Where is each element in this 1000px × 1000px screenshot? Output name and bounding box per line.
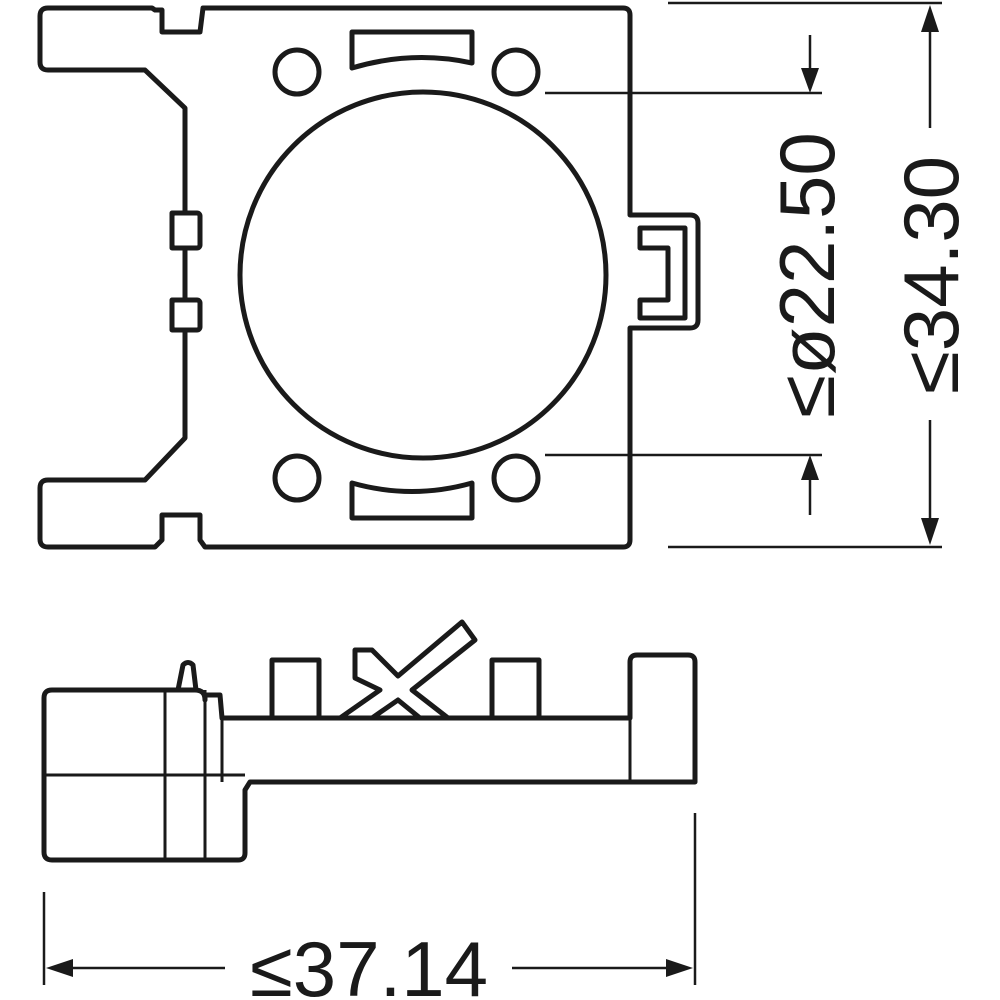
height-dimension: ≤34.30 xyxy=(668,1,975,549)
adapter-plate-outline xyxy=(37,5,701,550)
width-label: ≤37.14 xyxy=(250,925,488,1000)
height-arrow-top xyxy=(921,5,939,32)
arc-slot-top xyxy=(349,29,475,71)
height-arrow-bottom xyxy=(921,518,939,545)
mounting-hole-bottom-left xyxy=(272,453,322,503)
mounting-hole-bottom-right xyxy=(491,453,541,503)
left-notch-lower xyxy=(169,297,203,333)
mounting-hole-top-right xyxy=(491,47,541,97)
arc-slot-bottom xyxy=(349,480,475,521)
side-post-right xyxy=(489,657,542,721)
mounting-hole-top-left xyxy=(272,47,322,97)
right-clip-tab xyxy=(637,225,688,321)
adapter-top-view xyxy=(37,5,701,550)
width-dimension: ≤37.14 xyxy=(42,813,697,1000)
diameter-arrow-bottom xyxy=(801,455,819,480)
side-post-left xyxy=(269,657,322,721)
side-latch-pin xyxy=(175,660,199,693)
diameter-arrow-top xyxy=(801,68,819,93)
side-body-outline xyxy=(41,652,698,863)
adapter-side-view xyxy=(41,619,698,863)
width-arrow-left xyxy=(46,959,73,977)
diameter-dimension: ≤ø22.50 xyxy=(545,35,851,515)
width-arrow-right xyxy=(666,959,693,977)
diameter-label: ≤ø22.50 xyxy=(763,132,851,418)
side-crossed-clip xyxy=(337,619,478,721)
center-bore-circle xyxy=(237,89,609,461)
height-label: ≤34.30 xyxy=(887,156,975,394)
left-notch-upper xyxy=(169,210,203,251)
